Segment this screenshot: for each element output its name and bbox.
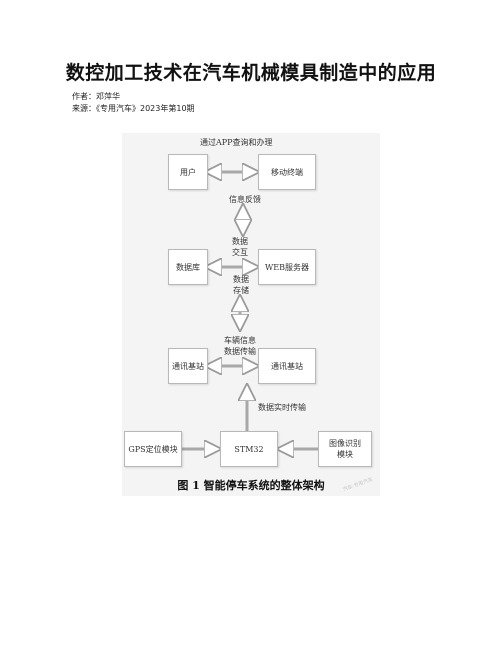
box-gps-module: GPS定位模块 [124,431,182,467]
label-vehicle-info-text: 车辆信息 数据传输 [224,336,256,356]
label-data-storage: 数据 存储 [233,274,249,296]
box-image-recognition: 图像识别 模块 [318,431,372,467]
box-web-server: WEB服务器 [258,249,316,285]
box-mobile-terminal: 移动终端 [258,154,316,190]
box-user: 用户 [168,154,208,190]
diagram-connectors [182,133,318,496]
label-app-query: 通过APP查询和办理 [200,138,273,147]
label-data-exchange: 数据 交互 [232,236,248,258]
box-stm32: STM32 [220,431,278,467]
label-feedback: 信息反馈 [229,195,261,204]
box-image-recognition-text: 图像识别 模块 [329,439,361,459]
article-author: 作者：邓萍华 [72,92,120,101]
label-realtime: 数据实时传输 [258,403,306,412]
label-data-storage-text: 数据 存储 [233,275,249,295]
article-source: 来源：《专用汽车》2023年第10期 [72,104,195,113]
box-station-right: 通讯基站 [258,348,316,384]
box-database: 数据库 [168,249,208,285]
architecture-figure: 通过APP查询和办理 用户 移动终端 信息反馈 数据 交互 数据库 WEB服务器… [122,133,380,496]
label-data-exchange-text: 数据 交互 [232,237,248,257]
article-title: 数控加工技术在汽车机械模具制造中的应用 [65,62,437,84]
box-station-left: 通讯基站 [168,348,208,384]
label-vehicle-info: 车辆信息 数据传输 [224,335,256,357]
figure-caption: 图 1 智能停车系统的整体架构 [177,479,325,492]
